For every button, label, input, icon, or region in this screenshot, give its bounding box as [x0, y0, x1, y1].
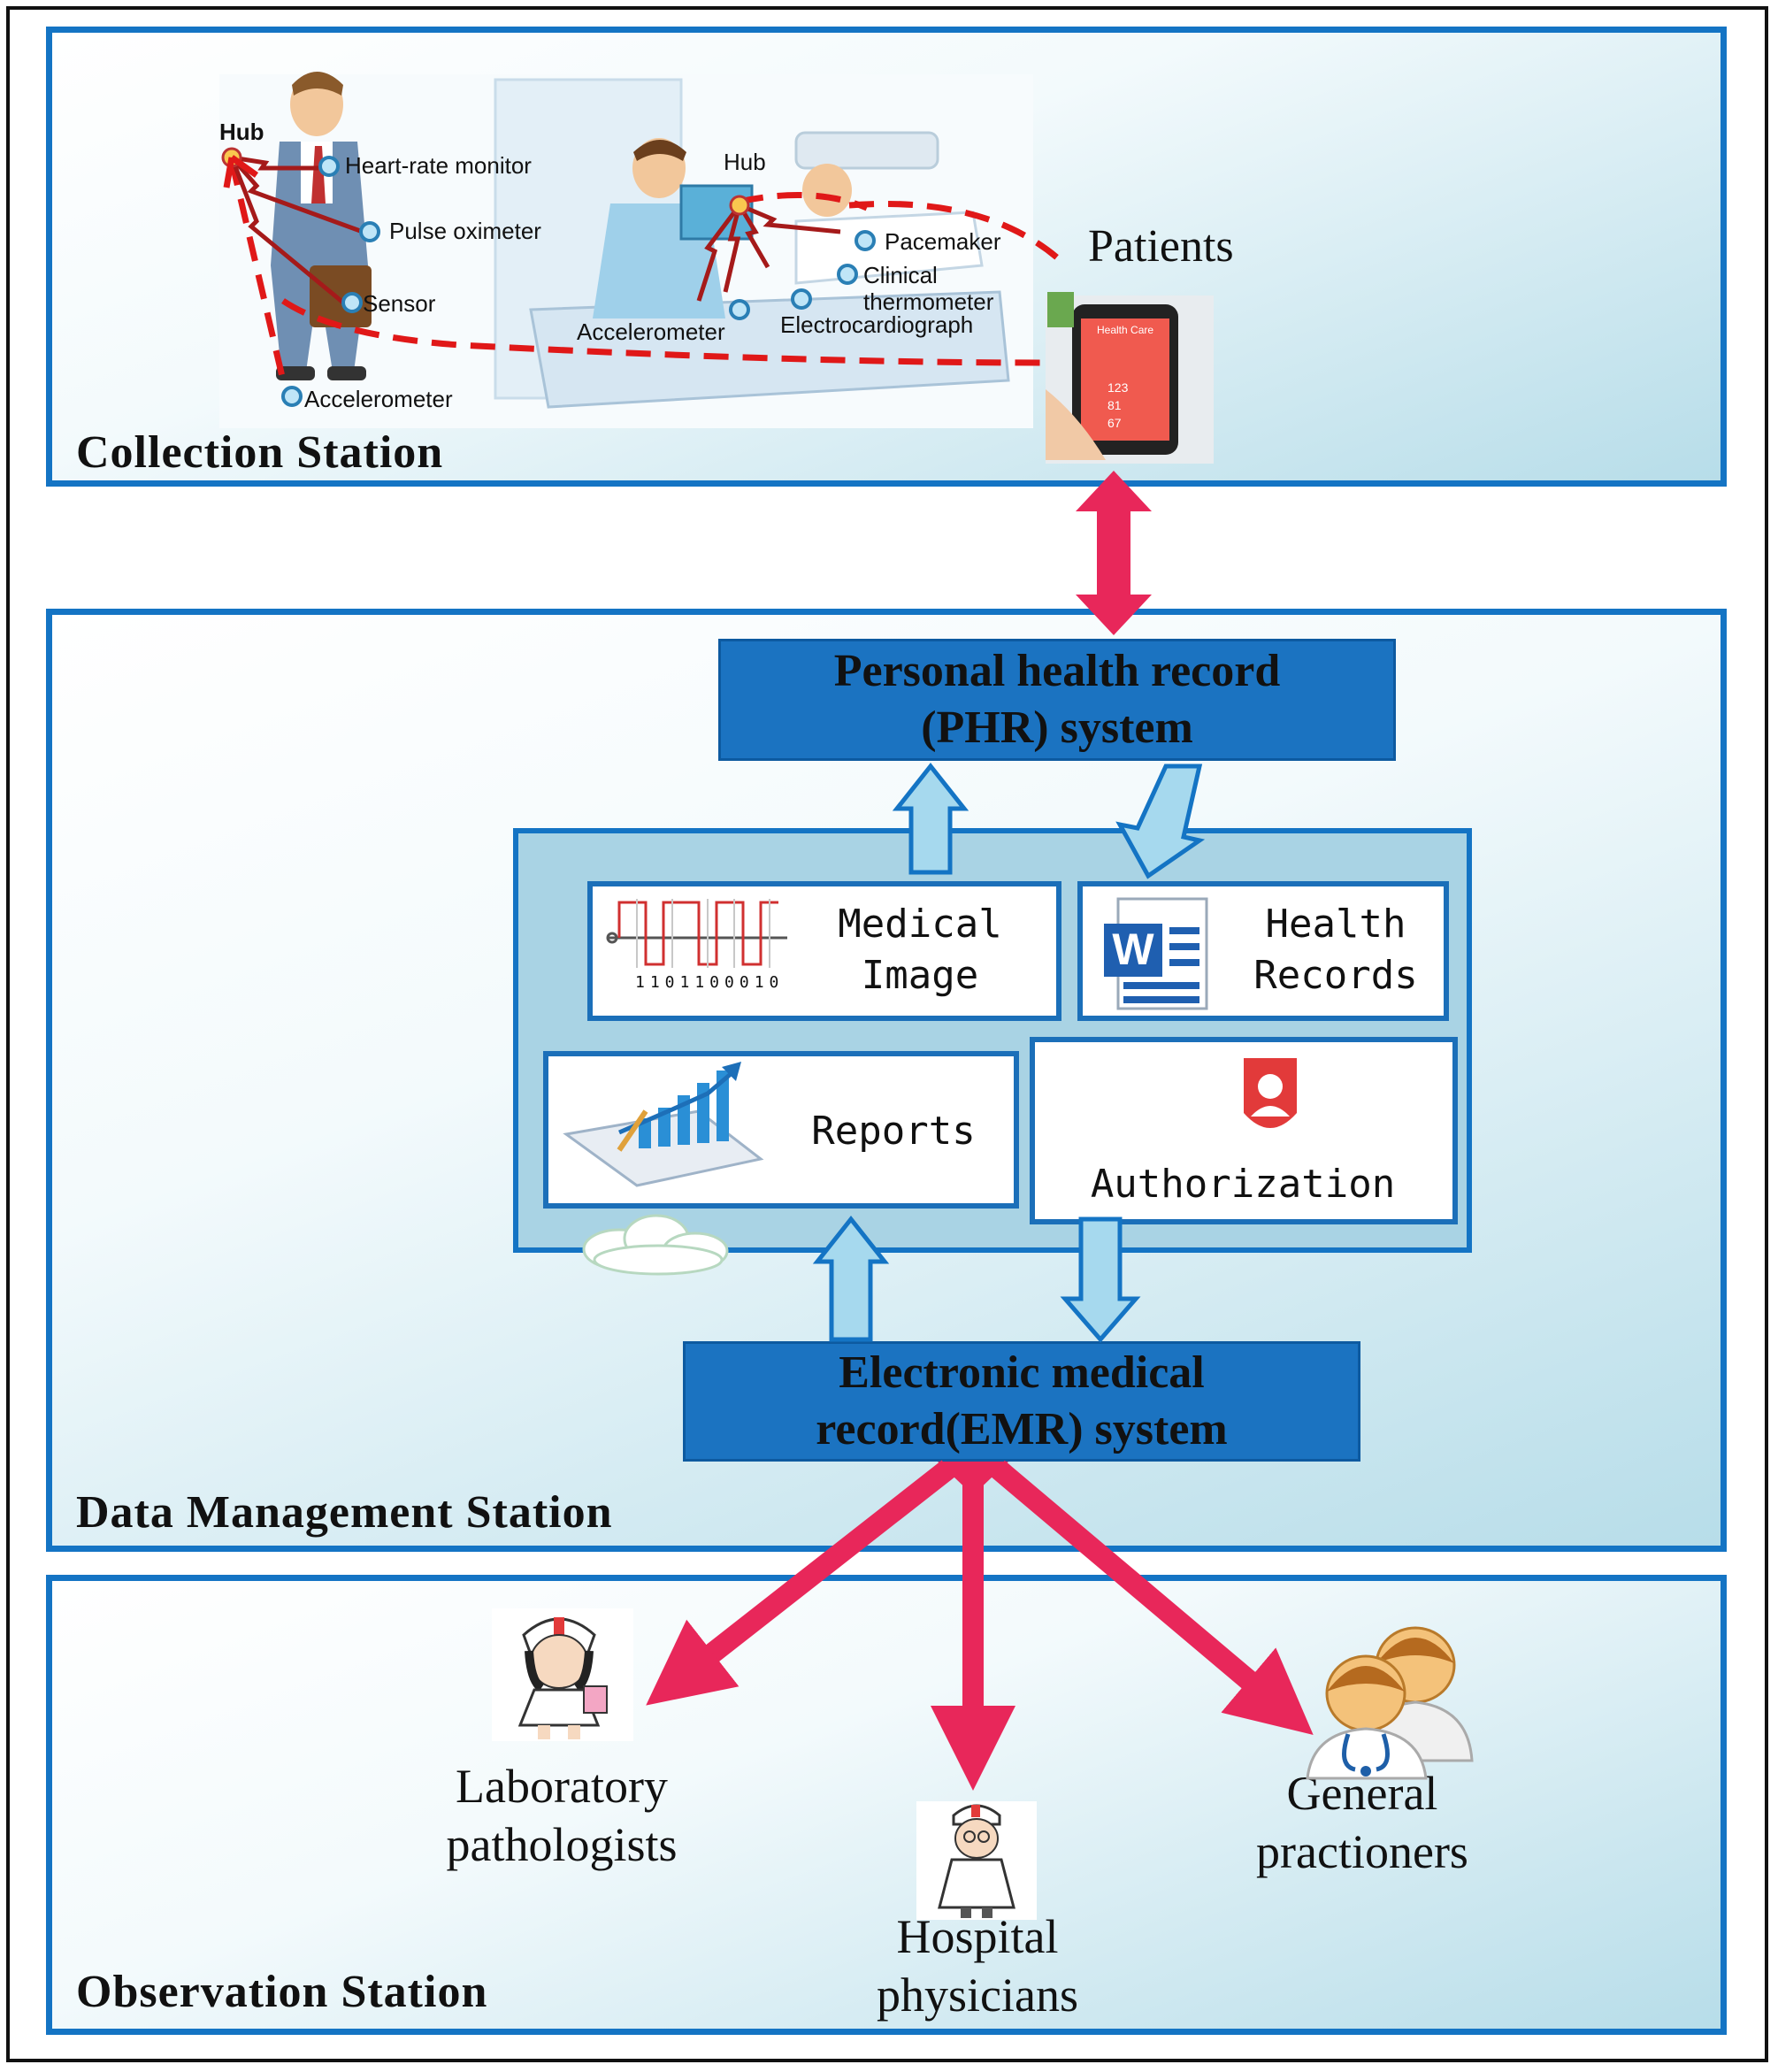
phone-value-2: 81	[1107, 398, 1122, 412]
health-records-line2: Records	[1253, 953, 1418, 998]
data-management-station-title: Data Management Station	[76, 1487, 613, 1538]
emr-line1: Electronic medical	[839, 1347, 1205, 1398]
signal-waveform-icon	[606, 899, 787, 968]
wireless-link-lines	[228, 160, 1069, 381]
cloud-icon	[582, 1214, 729, 1276]
observation-station-title: Observation Station	[76, 1967, 488, 2017]
patients-label: Patients	[1088, 221, 1234, 272]
phone-value-3: 67	[1107, 416, 1122, 430]
clinical-label: Clinical	[863, 262, 938, 288]
accelerometer-left-label: Accelerometer	[304, 386, 453, 412]
accelerometer-right-label: Accelerometer	[577, 318, 725, 345]
health-records-line1: Health	[1265, 902, 1406, 947]
hospital-physicians-line2: physicians	[877, 1968, 1078, 2022]
phr-line2: (PHR) system	[921, 702, 1193, 753]
phone-value-1: 123	[1107, 380, 1129, 395]
general-practitioners-icon	[1306, 1626, 1474, 1780]
word-document-icon: W	[1104, 897, 1208, 1010]
heart-rate-monitor-label: Heart-rate monitor	[345, 152, 532, 179]
sensor-label: Sensor	[363, 290, 436, 317]
phr-line1: Personal health record	[833, 646, 1281, 696]
pacemaker-label: Pacemaker	[885, 228, 1001, 255]
electrocardiograph-label: Electrocardiograph	[780, 311, 974, 338]
physician-icon	[916, 1801, 1037, 1920]
arrow-down-from-phr	[1115, 764, 1206, 879]
hospital-bed	[529, 290, 1010, 409]
arrow-up-from-emr	[812, 1215, 890, 1342]
emr-line2: record(EMR) system	[816, 1404, 1228, 1454]
arrow-down-to-emr	[1060, 1216, 1141, 1343]
shield-user-icon	[1244, 1058, 1297, 1128]
signal-lines	[229, 155, 841, 304]
collection-station-title: Collection Station	[76, 427, 444, 478]
lab-pathologists-line1: Laboratory	[456, 1760, 668, 1813]
hub-right-label: Hub	[724, 149, 766, 175]
svg-text:W: W	[1112, 925, 1154, 974]
pulse-oximeter-label: Pulse oximeter	[389, 218, 541, 244]
reports-label: Reports	[811, 1109, 976, 1154]
signal-bits: 1101100010	[635, 973, 785, 992]
phone-screen-header: Health Care	[1097, 324, 1154, 336]
arrow-up-to-phr	[892, 762, 969, 875]
collection-phr-arrow	[1076, 471, 1152, 635]
lab-pathologists-line2: pathologists	[446, 1818, 678, 1871]
sensor-nodes	[281, 156, 876, 407]
hollow-arrows	[812, 762, 1206, 1343]
thermometer-label: thermometer	[863, 288, 994, 315]
figure-frame	[6, 6, 1768, 2062]
general-practioners-line2: practioners	[1256, 1825, 1468, 1878]
reports-chart-icon	[563, 1062, 764, 1187]
hub-left-label: Hub	[219, 119, 264, 145]
emr-role-arrows	[646, 1460, 1314, 1791]
monitor-panel	[794, 131, 939, 170]
medical-image-card	[587, 881, 1061, 1021]
authorization-label: Authorization	[1090, 1162, 1396, 1207]
emr-arrow-hub	[938, 1462, 1008, 1495]
phr-system-box: Personal health record (PHR) system	[718, 639, 1396, 761]
medical-image-line2: Image	[861, 953, 979, 998]
medical-image-line1: Medical	[838, 902, 1002, 947]
emr-system-box: Electronic medical record(EMR) system	[683, 1341, 1360, 1462]
nurse-icon	[492, 1608, 633, 1741]
smartphone-icon	[1046, 292, 1214, 464]
hub-right-node	[729, 195, 750, 216]
